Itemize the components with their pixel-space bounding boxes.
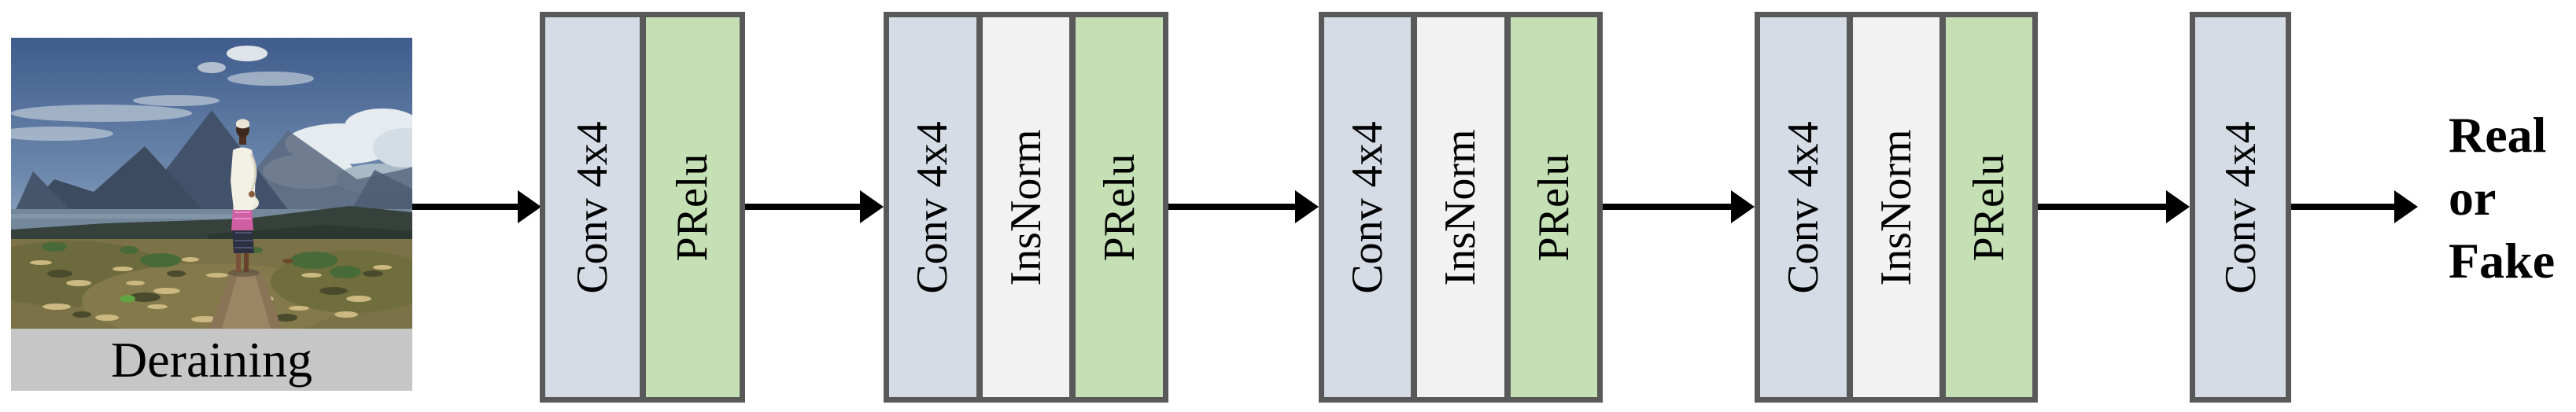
flow-arrow-1 [412,190,541,223]
block-5: Conv 4x4 [2190,12,2291,403]
layer-label: InsNorm [1002,128,1050,286]
layer-label: Conv 4x4 [908,120,958,294]
deraining-caption: Deraining [11,329,412,391]
block-2: Conv 4x4 InsNorm PRelu [884,12,1168,403]
verdict-line-real: Real [2449,107,2547,163]
arrow-shaft [1603,204,1732,210]
flow-arrow-5 [2038,190,2190,223]
arrow-head-icon [1295,190,1319,223]
output-verdict: Real or Fake [2449,104,2555,292]
flow-arrow-6 [2291,190,2418,223]
layer-insnorm: InsNorm [1853,17,1939,397]
layer-prelu: PRelu [1076,17,1164,397]
layer-prelu: PRelu [1946,17,2032,397]
arrow-head-icon [1731,190,1755,223]
layer-conv4x4: Conv 4x4 [545,17,640,397]
arrow-shaft [412,204,519,210]
verdict-line-fake: Fake [2449,233,2556,289]
layer-label: PRelu [668,153,718,261]
foreground [11,239,412,329]
layer-label: Conv 4x4 [2216,120,2265,294]
arrow-shaft [2291,204,2395,210]
layer-label: Conv 4x4 [1779,120,1828,294]
layer-label: PRelu [1529,153,1578,261]
layer-conv4x4: Conv 4x4 [1324,17,1412,397]
flow-arrow-4 [1603,190,1755,223]
block-1: Conv 4x4 PRelu [540,12,745,403]
layer-conv4x4: Conv 4x4 [2195,17,2286,397]
arrow-head-icon [860,190,884,223]
layer-prelu: PRelu [1510,17,1597,397]
layer-label: PRelu [1965,153,2013,261]
shrubs [42,242,361,303]
landscape-photo [11,38,412,329]
verdict-line-or: or [2449,170,2497,226]
layer-label: Conv 4x4 [1343,120,1393,294]
deraining-input-image [11,38,412,329]
arrow-head-icon [2166,190,2190,223]
block-3: Conv 4x4 InsNorm PRelu [1319,12,1603,403]
flow-arrow-2 [745,190,884,223]
block-4: Conv 4x4 InsNorm PRelu [1755,12,2038,403]
arrow-shaft [745,204,861,210]
arrow-shaft [2038,204,2167,210]
layer-label: Conv 4x4 [567,120,617,294]
arrow-head-icon [518,190,541,223]
layer-conv4x4: Conv 4x4 [1760,17,1847,397]
layer-insnorm: InsNorm [982,17,1070,397]
layer-label: PRelu [1094,153,1144,261]
layer-conv4x4: Conv 4x4 [889,17,976,397]
person [228,119,260,277]
layer-label: InsNorm [1872,128,1921,286]
arrow-head-icon [2394,190,2418,223]
flow-arrow-3 [1168,190,1319,223]
arrow-shaft [1168,204,1296,210]
layer-label: InsNorm [1436,128,1485,286]
layer-prelu: PRelu [645,17,740,397]
layer-insnorm: InsNorm [1417,17,1504,397]
